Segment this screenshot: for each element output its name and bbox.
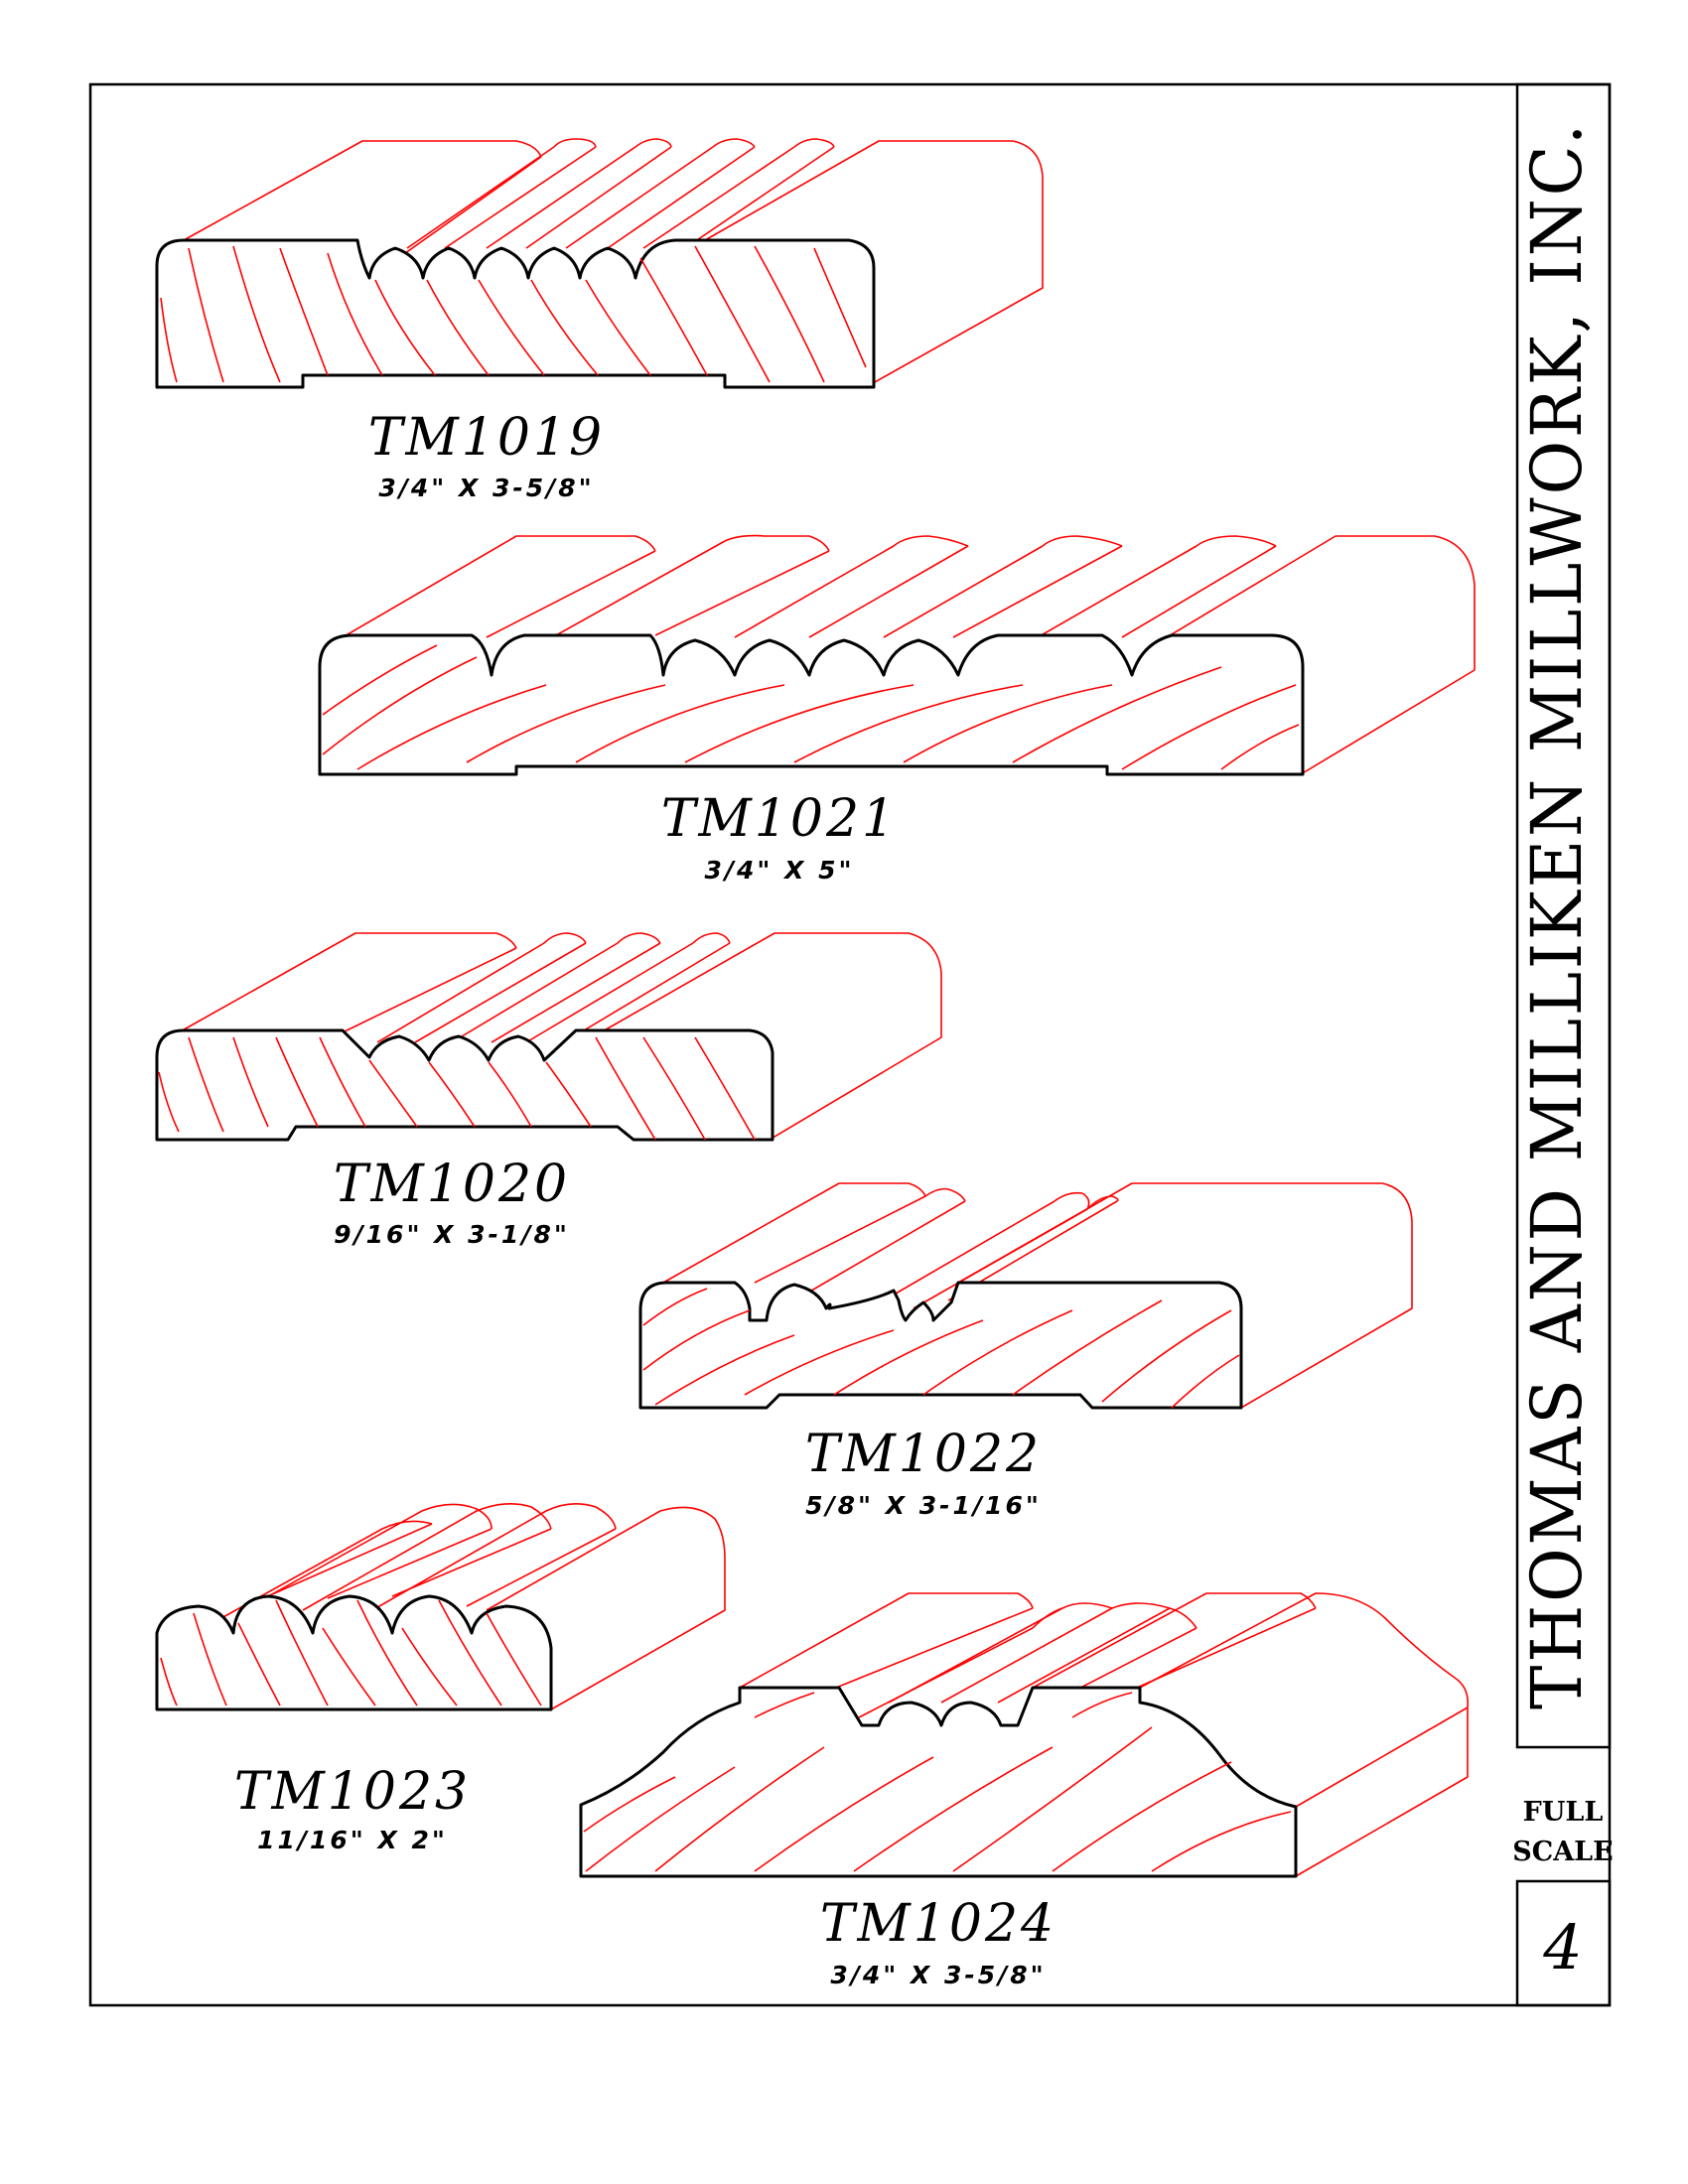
profile-tm1023: TM1023 11/16" X 2" (155, 1503, 726, 1854)
tm1023-grain (160, 1599, 542, 1706)
tm1022-grain (642, 1288, 1240, 1409)
tm1021-perspective-lines (342, 534, 1476, 775)
tm1019-size: 3/4" X 3-5/8" (378, 474, 594, 502)
tm1019-profile (155, 238, 876, 389)
profile-tm1022: TM1022 5/8" X 3-1/16" (638, 1182, 1413, 1520)
tm1024-grain (583, 1692, 1292, 1872)
company-name: THOMAS AND MILLIKEN MILLWORK, INC. (1516, 121, 1598, 1709)
page-number: 4 (1542, 1911, 1582, 1983)
tm1023-size: 11/16" X 2" (257, 1826, 448, 1854)
tm1020-grain (158, 1036, 756, 1141)
tm1024-profile (579, 1686, 1298, 1878)
tm1024-perspective-lines (739, 1592, 1470, 1877)
profile-tm1020: TM1020 9/16" X 3-1/8" (155, 932, 942, 1249)
tm1024-size: 3/4" X 3-5/8" (830, 1961, 1046, 1989)
tm1020-profile (155, 1028, 774, 1142)
page-number-box (1515, 1879, 1612, 2007)
tm1021-profile (318, 633, 1305, 776)
tm1021-code: TM1021 (661, 789, 898, 849)
scale-label-line1: FULL (1523, 1797, 1604, 1828)
tm1019-grain (160, 245, 867, 383)
tm1020-size: 9/16" X 3-1/8" (334, 1220, 570, 1249)
title-block (1515, 82, 1612, 1749)
tm1023-code: TM1023 (234, 1762, 471, 1822)
tm1021-size: 3/4" X 5" (704, 856, 854, 885)
profile-tm1024: TM1024 3/4" X 3-5/8" (579, 1592, 1470, 1989)
tm1020-perspective-lines (178, 932, 942, 1141)
tm1024-code: TM1024 (820, 1894, 1056, 1954)
tm1021-grain (322, 644, 1300, 770)
tm1020-code: TM1020 (334, 1155, 570, 1214)
tm1023-perspective-lines (203, 1503, 726, 1710)
profile-tm1019: TM1019 3/4" X 3-5/8" (155, 138, 1044, 502)
scale-label-line2: SCALE (1512, 1837, 1614, 1867)
tm1019-code: TM1019 (368, 408, 605, 468)
tm1022-size: 5/8" X 3-1/16" (805, 1491, 1042, 1520)
tm1023-profile (155, 1594, 553, 1711)
profile-tm1021: TM1021 3/4" X 5" (318, 534, 1476, 885)
tm1022-profile (638, 1281, 1243, 1410)
tm1022-code: TM1022 (805, 1425, 1042, 1484)
